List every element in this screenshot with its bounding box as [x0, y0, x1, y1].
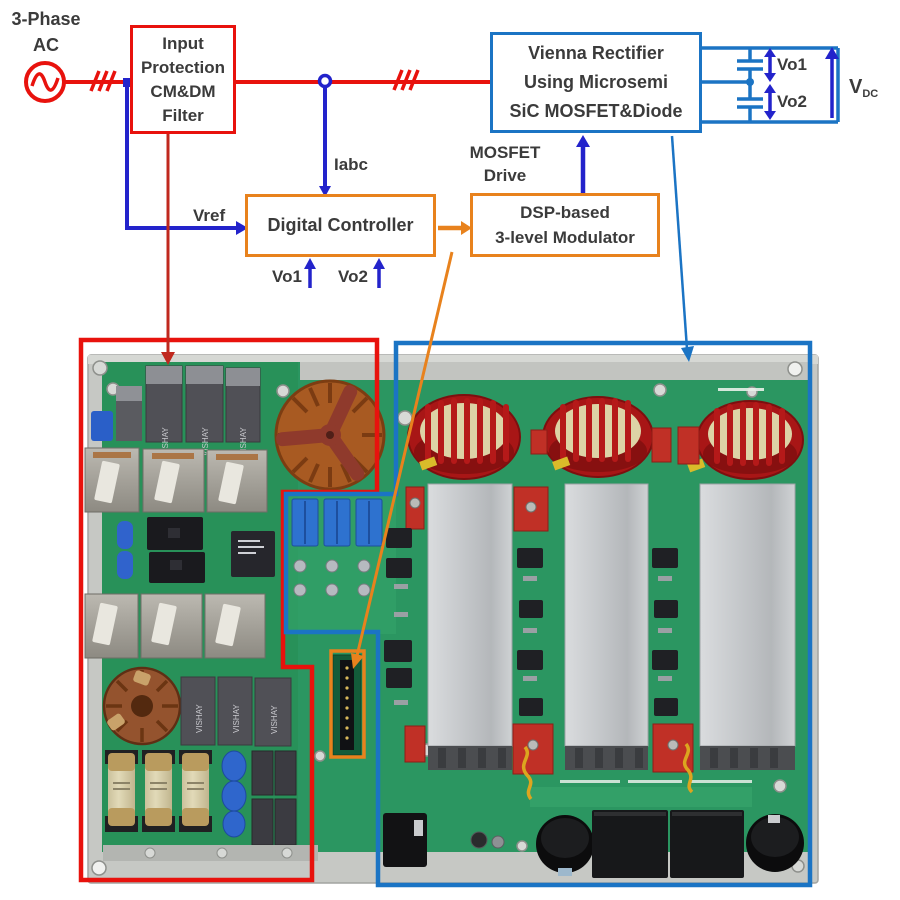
cm-chokes-row1 [84, 447, 268, 513]
toroid-inductor-red-3 [696, 400, 804, 480]
capacitor-brand-label: VISHAY [201, 427, 210, 456]
label-vo1-feedback: Vo1 [272, 267, 302, 286]
capacitor-brand-label: VISHAY [195, 704, 204, 733]
dc-output-section [383, 810, 804, 878]
ac-source-icon [24, 61, 66, 103]
label-vo2-feedback: Vo2 [338, 267, 368, 286]
fuse-bank [105, 750, 212, 832]
schematic-wires [24, 46, 840, 669]
annotation-overlays [78, 337, 813, 888]
vo1-measure-arrow [764, 48, 776, 82]
blue-outline-rectifier-region [283, 340, 813, 888]
three-phase-slashes [392, 69, 420, 91]
label-vdc: VDC [849, 76, 879, 100]
relay-row [117, 517, 275, 583]
wire-vref [125, 86, 236, 230]
callout-blue-line [670, 135, 689, 350]
vref-arrowhead [236, 221, 248, 235]
red-outline-input-filter-region [78, 337, 380, 883]
small-cap [491, 835, 505, 849]
vdc-measure-arrow [825, 47, 839, 118]
source-label-line1: 3-Phase [11, 9, 81, 29]
block-digital-controller: Digital Controller [245, 194, 436, 257]
bottom-bracket [103, 845, 318, 861]
dc-midpoint-node [746, 78, 754, 86]
toroid-clamp [276, 385, 365, 481]
small-cap [470, 831, 488, 849]
block-vienna-rectifier: Vienna Rectifier Using Microsemi SiC MOS… [490, 32, 702, 133]
callout-red-arrowhead [161, 352, 175, 365]
block-input-protection-filter: Input Protection CM&DM Filter [130, 25, 236, 134]
capacitor-brand-label: VISHAY [270, 705, 279, 734]
callout-orange-line [355, 251, 454, 657]
yellow-tape [419, 456, 438, 471]
heatsink [427, 483, 513, 747]
callout-orange-arrowhead [351, 653, 364, 669]
pcb-photo: VISHAY VISHAY VISHAY [84, 354, 819, 884]
iabc-arrowhead [319, 186, 331, 197]
label-vref: Vref [193, 206, 226, 225]
cm-chokes-row2 [84, 593, 266, 659]
film-capacitor-block [670, 810, 744, 878]
capacitor-brand-label: VISHAY [239, 427, 248, 456]
source-label: 3-Phase AC [2, 6, 90, 58]
yellow-wire [521, 745, 533, 801]
block-dsp-modulator: DSP-based 3-level Modulator [470, 193, 660, 257]
sic-mosfet-packages [384, 528, 678, 716]
three-phase-slashes [89, 70, 117, 92]
orange-outline-connector-region [329, 649, 366, 759]
dsp-connector [340, 660, 354, 750]
heatsink [564, 483, 649, 747]
toroid-inductor-red-2 [542, 396, 654, 478]
callout-blue-arrowhead [681, 346, 694, 362]
power-board [291, 388, 804, 878]
label-iabc: Iabc [334, 155, 369, 174]
toroid-inductor-copper-small [102, 666, 182, 746]
control-section [291, 498, 383, 756]
label-vo1-output: Vo1 [777, 55, 807, 74]
capacitor-brand-label: VISHAY [232, 704, 241, 733]
vo2-measure-arrow [764, 84, 776, 120]
emi-filter-board: VISHAY VISHAY VISHAY [84, 365, 386, 861]
vref-tap-node [123, 78, 132, 87]
orange-arrowhead [461, 221, 472, 235]
smd-resistors [394, 576, 672, 705]
toroid-inductor-red-1 [407, 394, 521, 480]
junction-node [317, 73, 333, 89]
toroid-inductor-copper-large [274, 379, 386, 491]
mov-and-capacitors [221, 750, 297, 846]
heatsink [699, 483, 796, 747]
yellow-tape [552, 456, 571, 471]
film-capacitors-top: VISHAY VISHAY VISHAY [145, 365, 261, 456]
yellow-tape [687, 458, 706, 473]
capacitor-brand-label: VISHAY [161, 427, 170, 456]
film-capacitors-bottom: VISHAY VISHAY VISHAY [180, 676, 292, 747]
small-electrolytic-caps [293, 559, 371, 597]
blue-terminal [91, 411, 113, 441]
film-capacitor-block [592, 810, 668, 878]
heatsinks [427, 483, 796, 770]
label-mosfet-drive: MOSFET Drive [469, 143, 541, 185]
label-vo2-output: Vo2 [777, 92, 807, 111]
source-label-line2: AC [33, 35, 59, 55]
yellow-wire [682, 742, 694, 794]
